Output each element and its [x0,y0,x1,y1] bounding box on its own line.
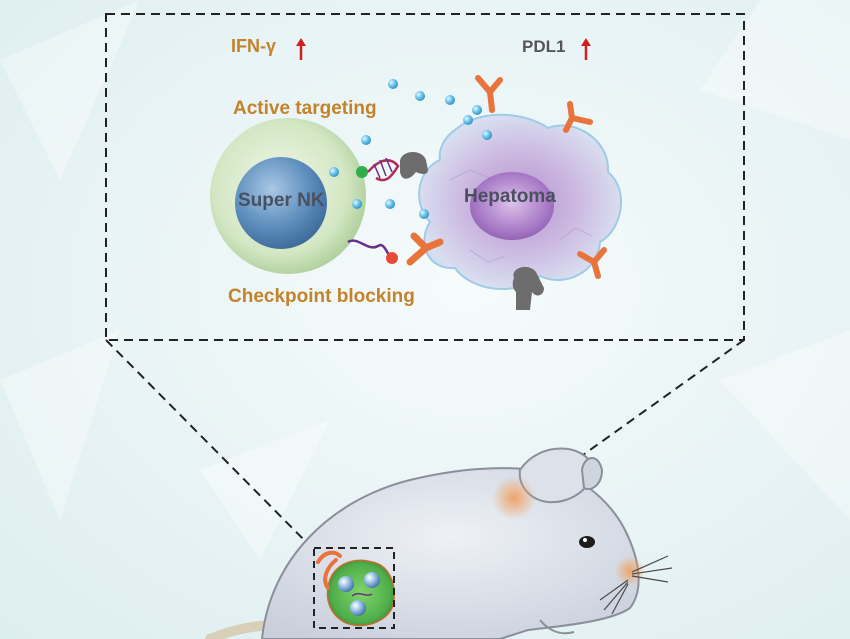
aptamer-top [356,157,400,182]
checkpoint-blocking-label: Checkpoint blocking [228,286,415,307]
active-targeting-label: Active targeting [233,98,377,119]
antibody-lower-right [577,247,607,279]
antibody-right [563,101,593,133]
nose-glow [615,556,645,586]
zoom-box [105,13,745,341]
mouse-eye-icon [579,536,595,548]
ear-glow [492,476,536,520]
pdl1-up-arrow-icon [581,38,591,60]
aptamer-bottom [347,239,398,264]
pdl1-label: PDL1 [522,37,566,56]
hepatoma-label: Hepatoma [464,186,556,207]
super-nk-label: Super NK [238,190,325,211]
ifn-gamma-label: IFN-γ [231,36,276,56]
whiskers [599,555,673,615]
nanoparticles [329,79,492,219]
tumor-zoom-box [313,547,395,629]
zoom-line-left [105,339,317,553]
hepatoma-cell [418,113,623,290]
mouse-front-leg [539,619,575,635]
gray-receptor-top [400,151,428,179]
mouse-tumor [316,550,395,627]
ifn-up-arrow-icon [296,38,306,60]
mouse-ear-front [580,457,604,490]
antibody-blocking [406,232,444,266]
antibody-top-right [475,75,503,113]
gray-receptor-bottom [512,266,544,310]
super-nk-cell [210,118,366,274]
